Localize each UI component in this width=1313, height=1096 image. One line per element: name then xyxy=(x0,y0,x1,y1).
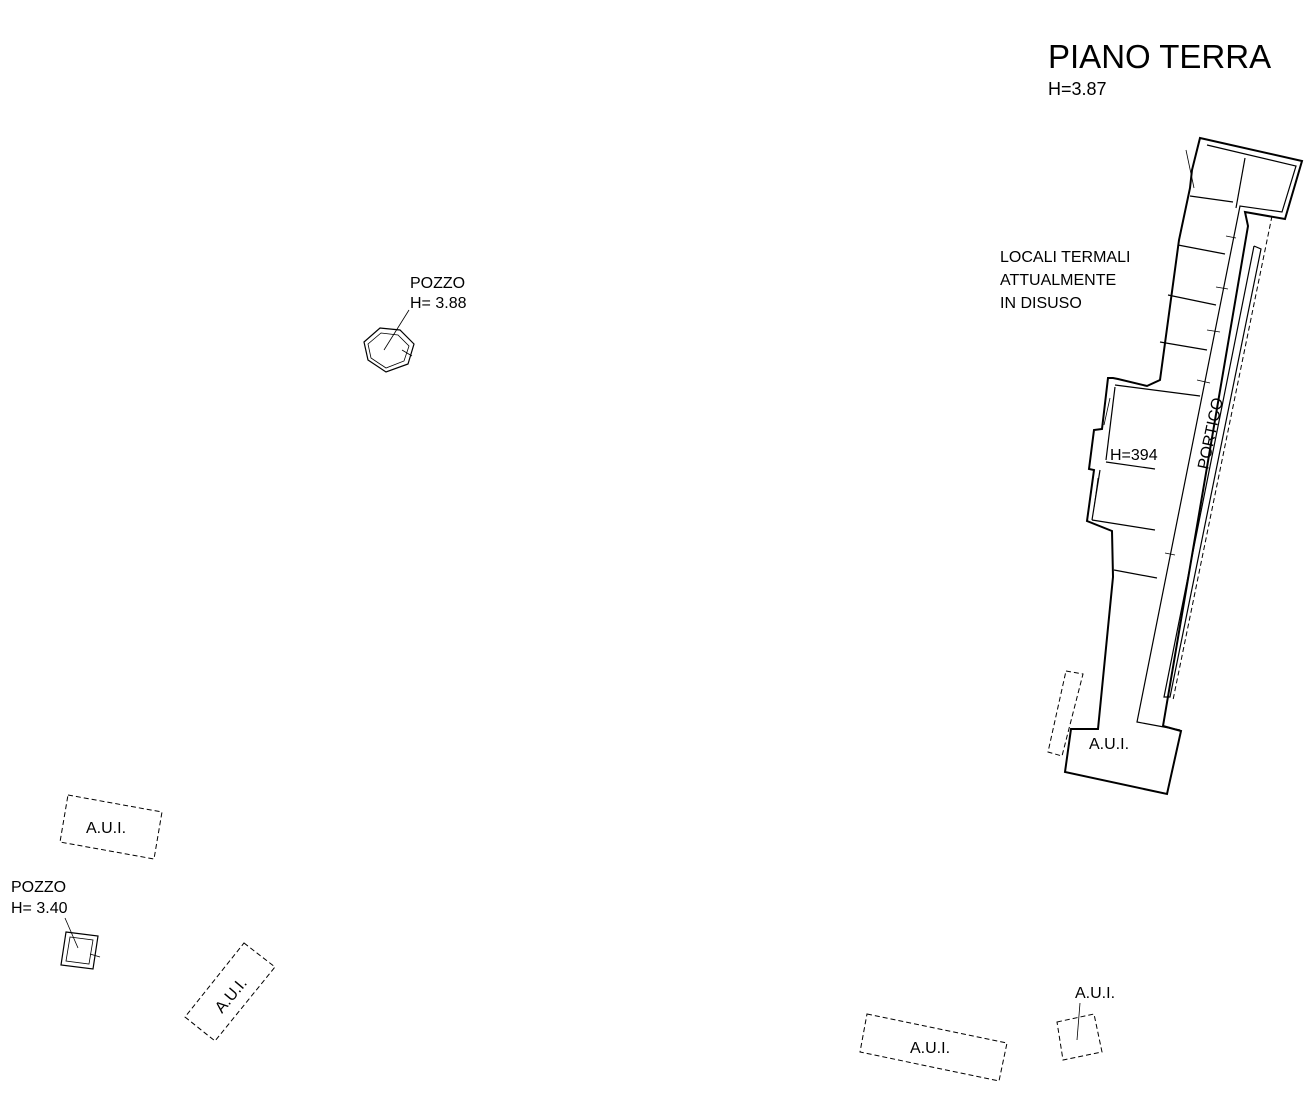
aui-area-1: A.U.I. xyxy=(59,794,163,860)
building-note-line-1: LOCALI TERMALI xyxy=(1000,249,1130,266)
plan-title: PIANO TERRA xyxy=(1048,38,1271,75)
building-note-line-2: ATTUALMENTE xyxy=(1000,272,1116,289)
well-1-height: H= 3.88 xyxy=(410,295,467,312)
well-2-label: POZZO xyxy=(11,879,66,896)
well-1: POZZO H= 3.88 xyxy=(363,275,467,373)
building-note-line-3: IN DISUSO xyxy=(1000,295,1082,312)
room-height-label: H=394 xyxy=(1110,447,1158,464)
aui-label-3: A.U.I. xyxy=(910,1040,950,1057)
well-1-label: POZZO xyxy=(410,275,465,292)
aui-area-2: A.U.I. xyxy=(184,942,276,1042)
aui-label-1: A.U.I. xyxy=(86,820,126,837)
thermal-building: LOCALI TERMALI ATTUALMENTE IN DISUSO POR… xyxy=(1000,136,1304,796)
aui-label-4: A.U.I. xyxy=(1075,985,1115,1002)
aui-label-building: A.U.I. xyxy=(1089,736,1129,753)
well-2: POZZO H= 3.40 xyxy=(11,879,101,970)
plan-title-height: H=3.87 xyxy=(1048,79,1107,99)
aui-label-2: A.U.I. xyxy=(212,975,251,1017)
aui-area-3: A.U.I. xyxy=(859,1013,1008,1082)
aui-area-4: A.U.I. xyxy=(1056,985,1115,1061)
well-2-height: H= 3.40 xyxy=(11,900,68,917)
